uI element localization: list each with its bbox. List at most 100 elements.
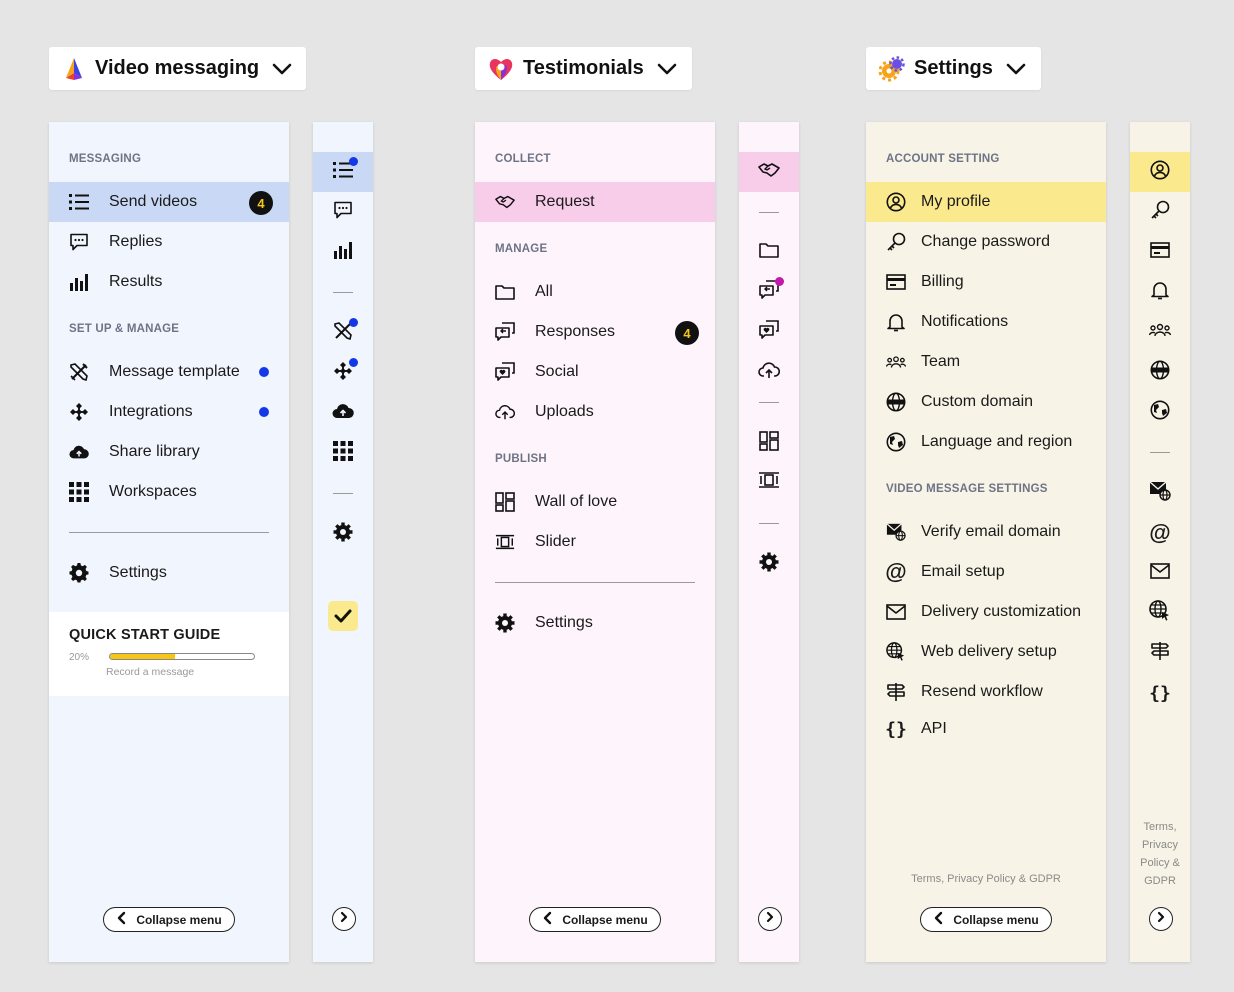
- heart-message-icon: [495, 362, 515, 382]
- rail-item-wall-of-love[interactable]: [739, 423, 799, 463]
- rail-item-social[interactable]: [739, 312, 799, 352]
- nav-item-settings[interactable]: Settings: [475, 603, 715, 643]
- nav-item-all[interactable]: All: [475, 272, 715, 312]
- rail-item-language-region[interactable]: [1130, 392, 1190, 432]
- nav-item-message-template[interactable]: Message template: [49, 352, 289, 392]
- rail-quick-start-check[interactable]: [313, 596, 373, 636]
- rail-item-api[interactable]: {}: [1130, 673, 1190, 713]
- testimonials-sidebar: COLLECT Request MANAGE All Responses 4 S…: [475, 122, 715, 962]
- rail-item-send-videos[interactable]: [313, 152, 373, 192]
- rail-item-settings[interactable]: [739, 544, 799, 584]
- carousel-icon: [758, 471, 780, 494]
- nav-item-web-delivery-setup[interactable]: Web delivery setup: [866, 632, 1106, 672]
- rail-item-notifications[interactable]: [1130, 272, 1190, 312]
- nav-item-api[interactable]: {} API: [866, 709, 1106, 749]
- gear-icon: [69, 563, 89, 583]
- chevron-down-icon: [271, 62, 293, 76]
- grid-icon: [333, 440, 353, 466]
- nav-item-results[interactable]: Results: [49, 262, 289, 302]
- nav-item-email-setup[interactable]: @ Email setup: [866, 552, 1106, 592]
- code-braces-icon: {}: [1149, 682, 1171, 704]
- rail-item-settings[interactable]: [313, 514, 373, 554]
- nav-item-label: Integrations: [109, 403, 193, 420]
- footer-line: Policy &: [1140, 857, 1180, 869]
- chevron-down-icon: [1005, 62, 1027, 76]
- rail-divider: [759, 212, 779, 213]
- nav-item-resend-workflow[interactable]: Resend workflow: [866, 672, 1106, 712]
- key-icon: [1150, 200, 1170, 225]
- quick-start-percent: 20%: [69, 652, 90, 663]
- legal-footer-link[interactable]: Terms, Privacy Policy & GDPR: [1130, 818, 1190, 890]
- nav-item-team[interactable]: Team: [866, 342, 1106, 382]
- settings-sidebar: ACCOUNT SETTING My profile Change passwo…: [866, 122, 1106, 962]
- rail-item-my-profile[interactable]: [1130, 152, 1190, 192]
- folder-icon: [759, 242, 779, 263]
- rail-item-billing[interactable]: [1130, 232, 1190, 272]
- rail-item-request[interactable]: [739, 152, 799, 192]
- nav-item-integrations[interactable]: Integrations: [49, 392, 289, 432]
- nav-item-wall-of-love[interactable]: Wall of love: [475, 482, 715, 522]
- section-heading-publish: PUBLISH: [495, 453, 547, 465]
- legal-footer-link[interactable]: Terms, Privacy Policy & GDPR: [911, 873, 1061, 885]
- nav-item-billing[interactable]: Billing: [866, 262, 1106, 302]
- nav-item-request[interactable]: Request: [475, 182, 715, 222]
- nav-item-label: Responses: [535, 323, 616, 340]
- rail-item-verify-email-domain[interactable]: [1130, 473, 1190, 513]
- nav-item-share-library[interactable]: Share library: [49, 432, 289, 472]
- expand-menu-button[interactable]: [332, 907, 356, 931]
- rail-item-slider[interactable]: [739, 462, 799, 502]
- collapse-menu-button[interactable]: Collapse menu: [529, 907, 661, 932]
- nav-item-replies[interactable]: Replies: [49, 222, 289, 262]
- collapse-menu-button[interactable]: Collapse menu: [103, 907, 235, 932]
- rail-item-delivery-customization[interactable]: [1130, 553, 1190, 593]
- nav-item-label: Wall of love: [535, 493, 618, 510]
- expand-menu-button[interactable]: [758, 907, 782, 931]
- rail-item-workspaces[interactable]: [313, 433, 373, 473]
- handshake-icon: [495, 192, 515, 212]
- collapse-menu-button[interactable]: Collapse menu: [920, 907, 1052, 932]
- nav-item-social[interactable]: Social: [475, 352, 715, 392]
- nav-item-send-videos[interactable]: Send videos 4: [49, 182, 289, 222]
- nav-item-notifications[interactable]: Notifications: [866, 302, 1106, 342]
- nav-item-slider[interactable]: Slider: [475, 522, 715, 562]
- rail-item-message-template[interactable]: [313, 313, 373, 353]
- bar-chart-icon: [333, 240, 353, 265]
- chevron-right-icon: [765, 910, 775, 928]
- team-icon: [886, 352, 906, 372]
- rail-item-team[interactable]: [1130, 312, 1190, 352]
- nav-item-responses[interactable]: Responses 4: [475, 312, 715, 352]
- product-switcher-video[interactable]: Video messaging: [49, 47, 306, 90]
- nav-item-delivery-customization[interactable]: Delivery customization: [866, 592, 1106, 632]
- nav-item-language-region[interactable]: Language and region: [866, 422, 1106, 462]
- nav-item-my-profile[interactable]: My profile: [866, 182, 1106, 222]
- rail-item-custom-domain[interactable]: [1130, 352, 1190, 392]
- notification-dot: [349, 157, 358, 166]
- product-switcher-settings[interactable]: Settings: [866, 47, 1041, 90]
- quick-start-guide[interactable]: QUICK START GUIDE 20% Record a message: [49, 612, 289, 696]
- rail-item-email-setup[interactable]: @: [1130, 513, 1190, 553]
- nav-item-change-password[interactable]: Change password: [866, 222, 1106, 262]
- rail-item-results[interactable]: [313, 232, 373, 272]
- nav-item-settings[interactable]: Settings: [49, 553, 289, 593]
- rail-item-replies[interactable]: [313, 192, 373, 232]
- nav-item-verify-email-domain[interactable]: Verify email domain: [866, 512, 1106, 552]
- nav-item-workspaces[interactable]: Workspaces: [49, 472, 289, 512]
- rail-item-responses[interactable]: [739, 272, 799, 312]
- rail-item-all[interactable]: [739, 232, 799, 272]
- section-heading-messaging: MESSAGING: [69, 153, 142, 165]
- rail-item-integrations[interactable]: [313, 353, 373, 393]
- expand-menu-button[interactable]: [1149, 907, 1173, 931]
- rail-item-share-library[interactable]: [313, 393, 373, 433]
- rail-item-resend-workflow[interactable]: [1130, 633, 1190, 673]
- nav-item-custom-domain[interactable]: Custom domain: [866, 382, 1106, 422]
- globe-cursor-icon: [1149, 599, 1171, 627]
- chevron-down-icon: [656, 62, 678, 76]
- footer-line: GDPR: [1144, 875, 1176, 887]
- rail-item-change-password[interactable]: [1130, 192, 1190, 232]
- product-switcher-testimonials[interactable]: Testimonials: [475, 47, 692, 90]
- rail-item-web-delivery-setup[interactable]: [1130, 593, 1190, 633]
- collapse-label: Collapse menu: [562, 912, 648, 927]
- testimonials-rail: [739, 122, 799, 962]
- rail-item-uploads[interactable]: [739, 352, 799, 392]
- nav-item-uploads[interactable]: Uploads: [475, 392, 715, 432]
